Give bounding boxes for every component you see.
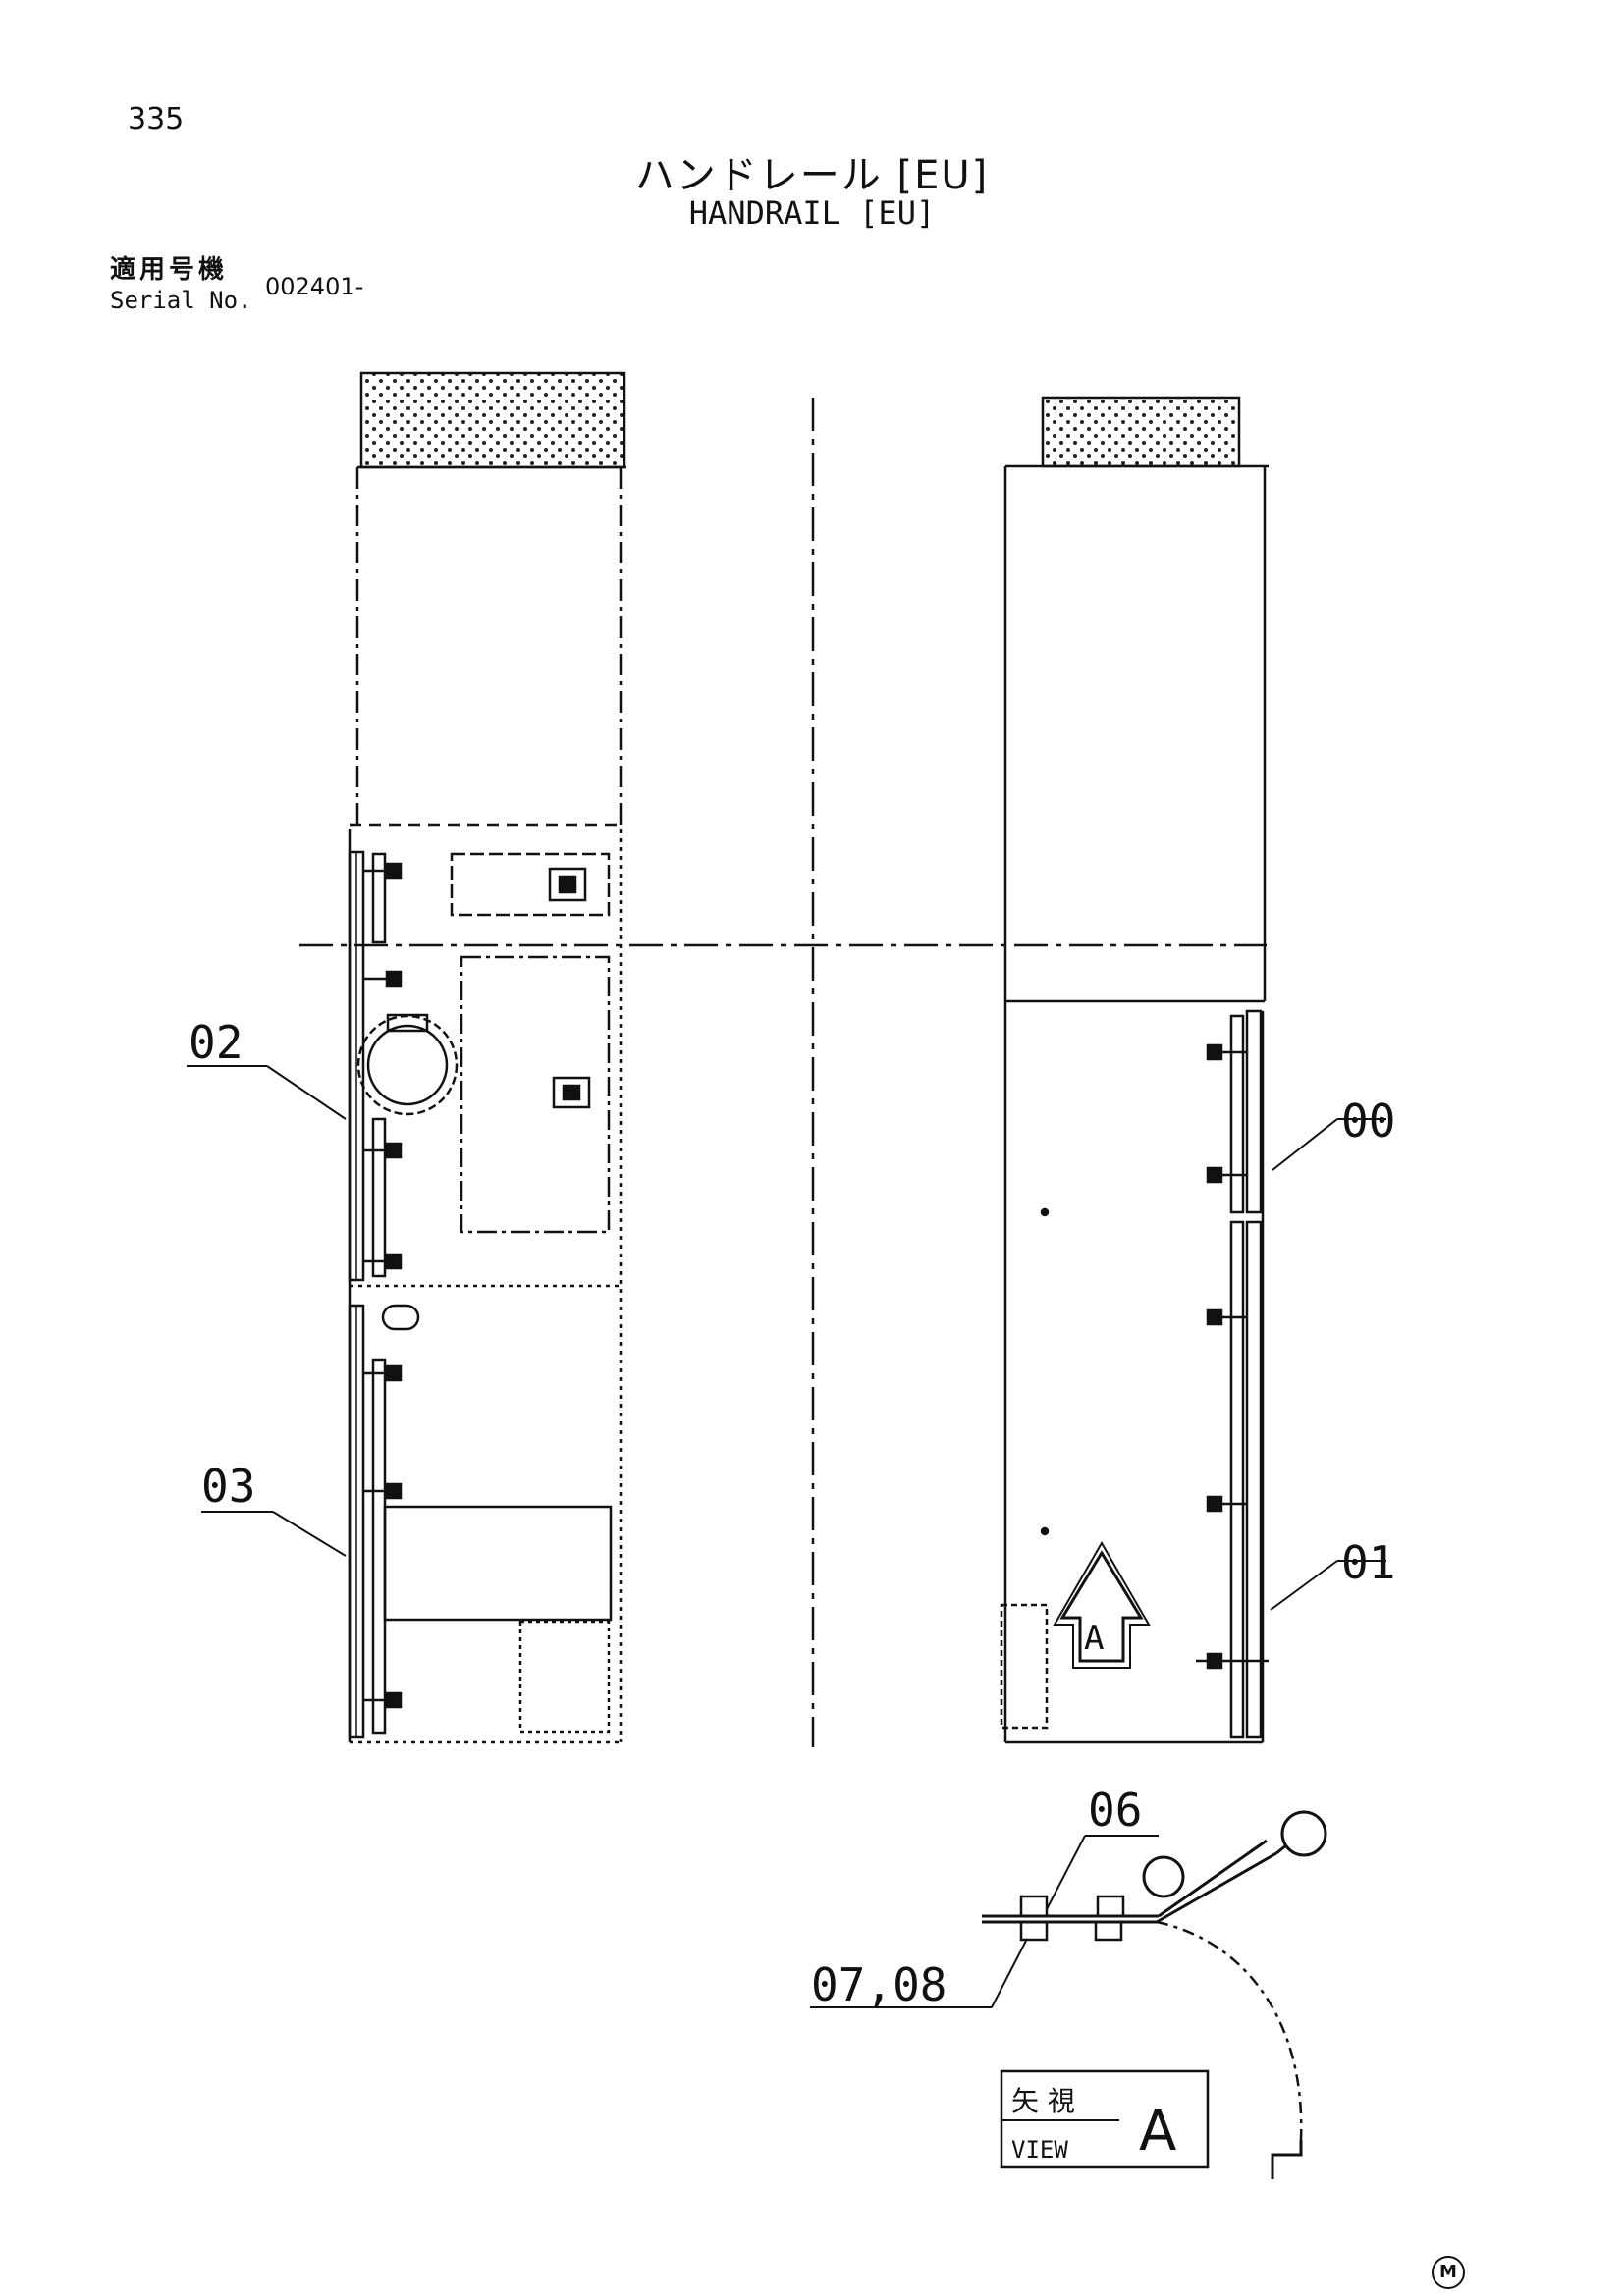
view-letter: A — [1139, 2100, 1176, 2163]
callout-03: 03 — [201, 1460, 255, 1513]
right-dotted-cap — [1041, 396, 1241, 468]
callout-00: 00 — [1341, 1095, 1395, 1148]
callout-07-08: 07,08 — [811, 1958, 947, 2011]
detail-view-a — [982, 1810, 1327, 2179]
callout-02: 02 — [189, 1016, 243, 1069]
handrail-01 — [1229, 1220, 1245, 1739]
arrow-label-a: A — [1084, 1619, 1104, 1658]
serial-label-japanese: 適用号機 — [110, 255, 229, 285]
title-japanese: ハンドレール [EU] — [634, 153, 990, 198]
handrail-00 — [1229, 1014, 1245, 1214]
leader-lines — [187, 1065, 1386, 2008]
view-arrow — [1059, 1550, 1144, 1663]
serial-label-english: Serial No. — [110, 287, 252, 314]
manufacturer-mark: M — [1432, 2256, 1465, 2289]
view-label-english: VIEW — [1011, 2136, 1068, 2163]
title-english: HANDRAIL [EU] — [688, 194, 936, 232]
callout-01: 01 — [1341, 1536, 1395, 1589]
right-view — [1000, 396, 1269, 1744]
view-label-japanese: 矢 視 — [1011, 2085, 1075, 2117]
serial-number-value: 002401- — [265, 273, 364, 300]
left-view — [348, 371, 626, 1744]
callout-06: 06 — [1088, 1784, 1142, 1837]
left-dotted-cap — [359, 371, 626, 469]
page-number: 335 — [128, 102, 185, 136]
